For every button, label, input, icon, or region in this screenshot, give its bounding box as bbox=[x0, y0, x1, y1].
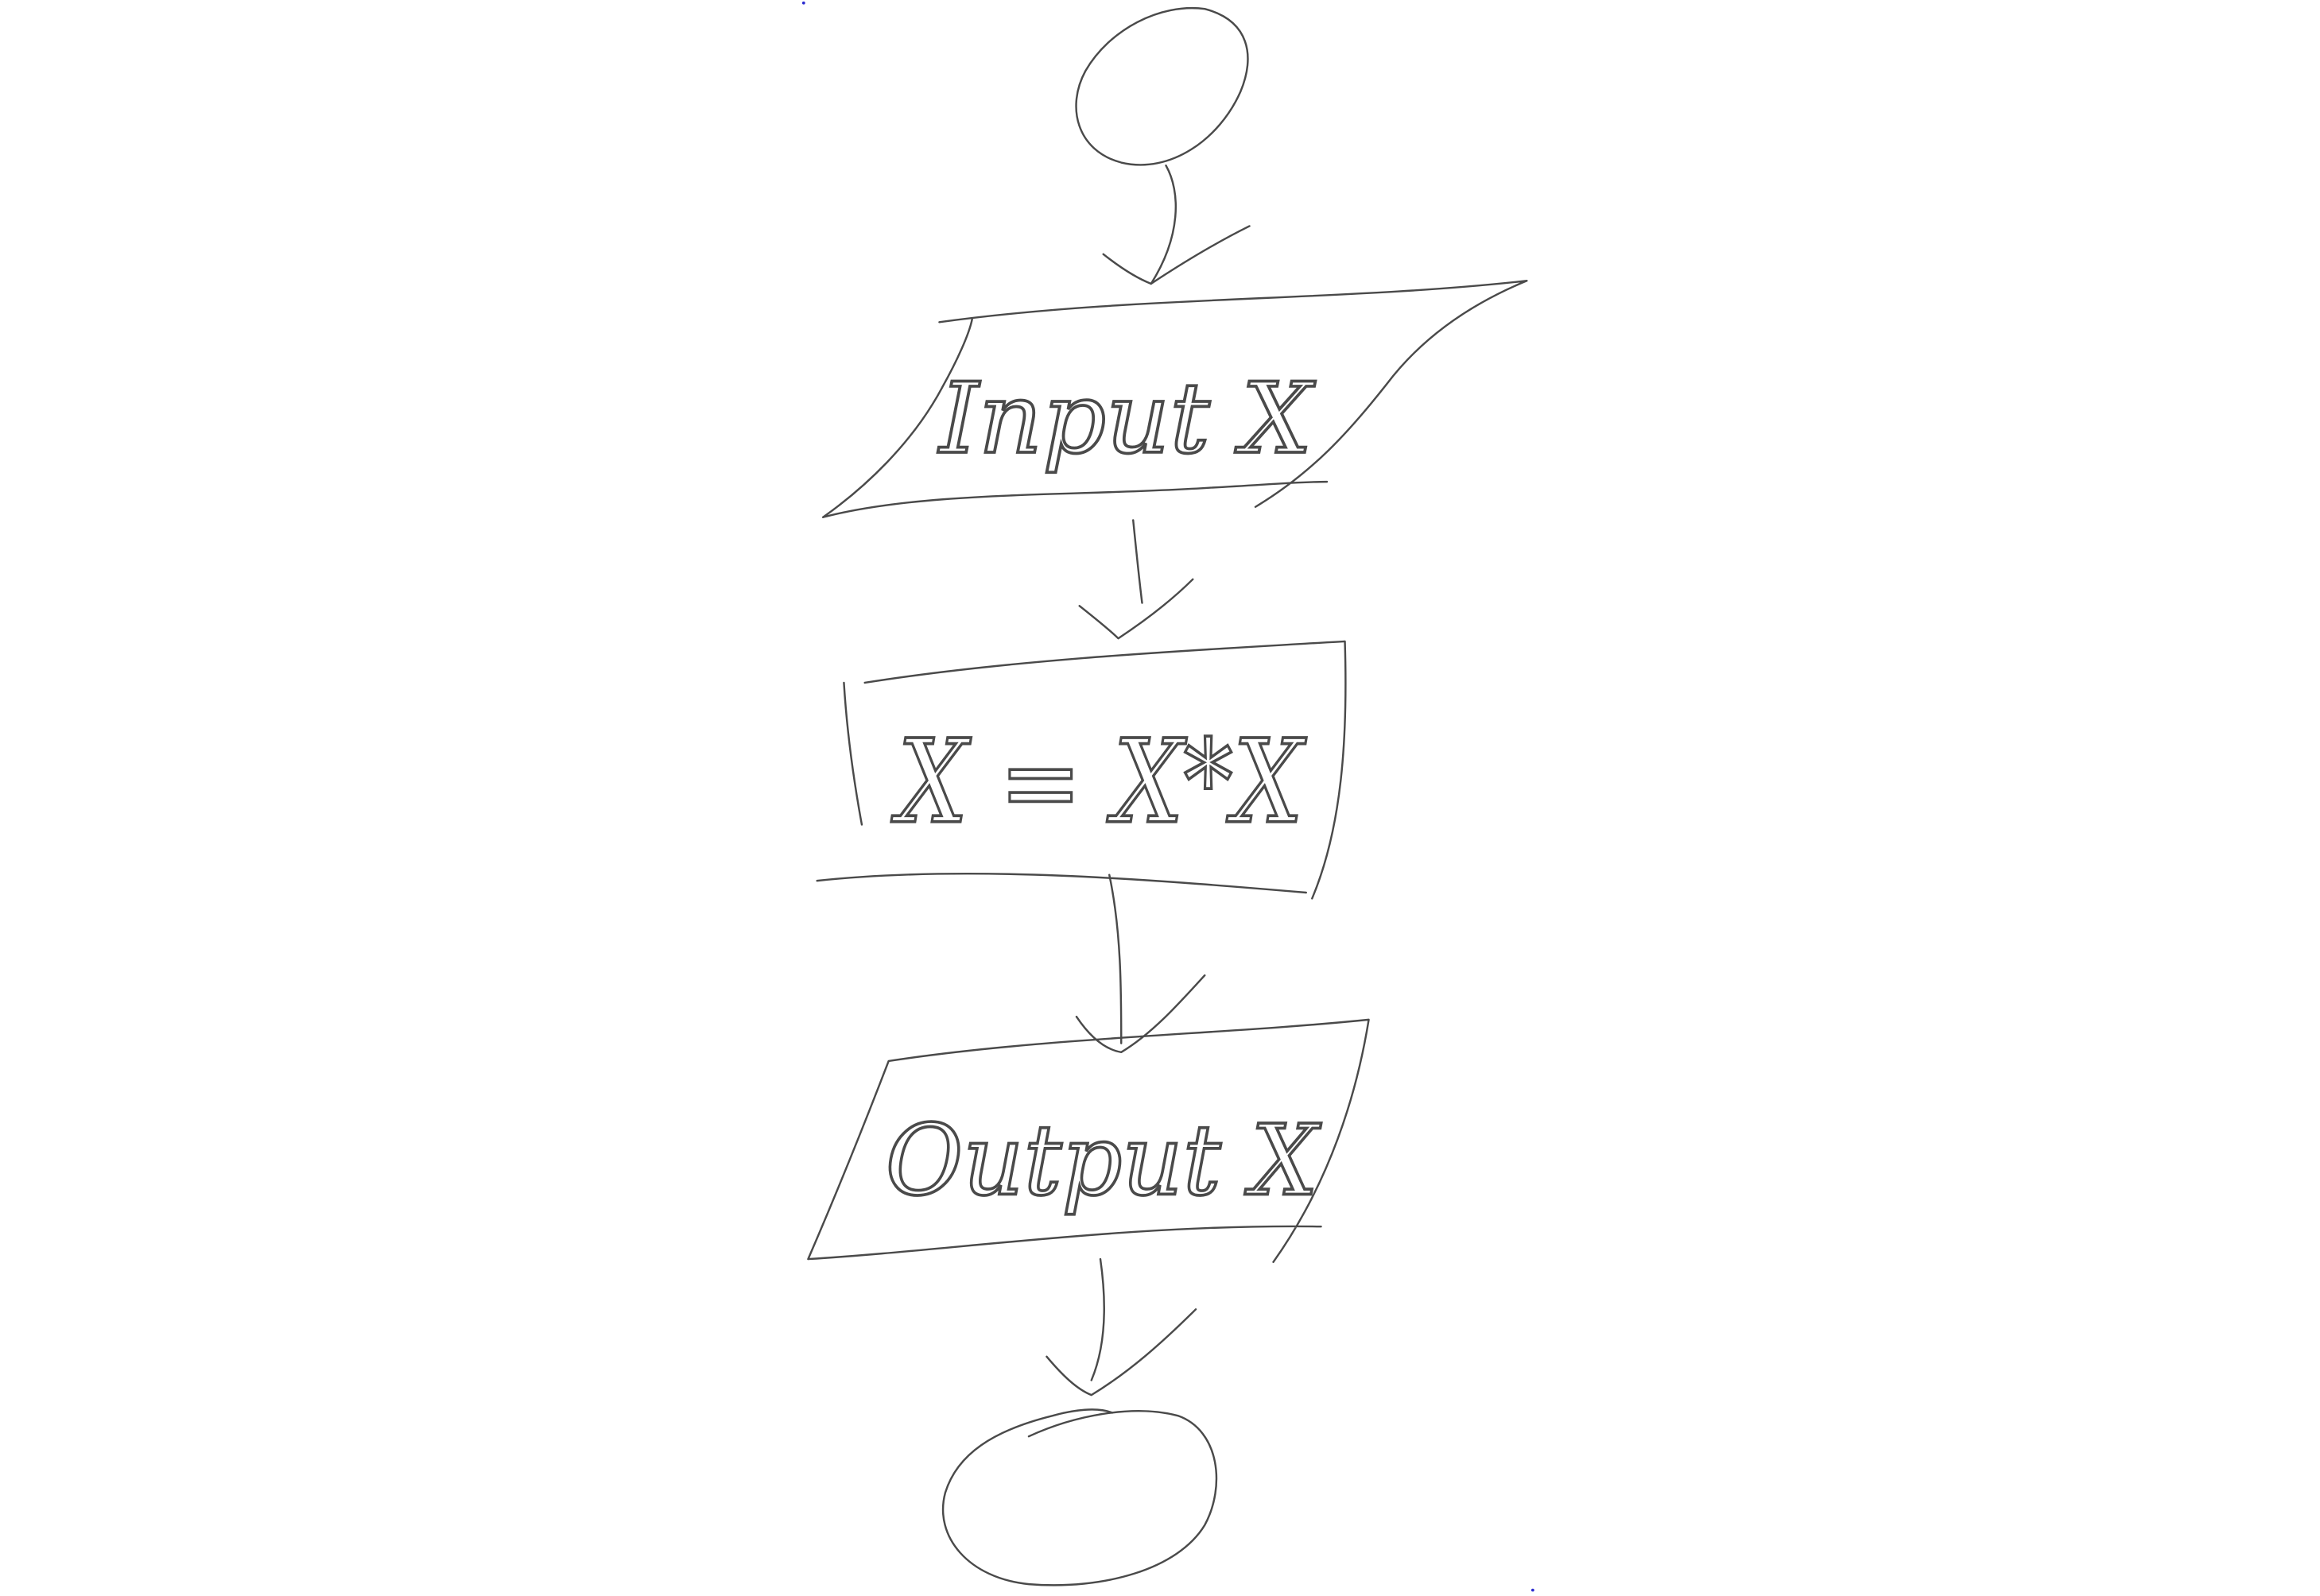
stray-dot bbox=[1531, 1588, 1534, 1592]
input-label: Input X bbox=[937, 362, 1315, 475]
input-parallelogram-shape bbox=[821, 280, 1528, 518]
arrow-head bbox=[1075, 974, 1206, 1054]
arrow-shaft bbox=[1108, 874, 1123, 1044]
arrow-start-to-input bbox=[1102, 165, 1251, 285]
arrow-shaft bbox=[1132, 519, 1143, 604]
output-label: Output X bbox=[886, 1105, 1321, 1218]
arrow-process-to-output bbox=[1075, 874, 1206, 1054]
end-node bbox=[941, 1408, 1218, 1586]
arrow-output-to-end bbox=[1046, 1257, 1197, 1396]
process-rectangle-shape bbox=[816, 640, 1347, 900]
start-ellipse-shape bbox=[1075, 6, 1249, 166]
arrow-shaft bbox=[1090, 1257, 1105, 1381]
output-parallelogram-shape bbox=[807, 1018, 1370, 1264]
arrow-input-to-process bbox=[1078, 519, 1194, 640]
stray-dot bbox=[801, 1, 805, 5]
arrow-shaft bbox=[1150, 165, 1177, 285]
process-node: X = X*X bbox=[816, 640, 1347, 900]
arrow-head bbox=[1102, 225, 1251, 285]
arrow-head bbox=[1046, 1308, 1197, 1396]
arrow-head bbox=[1078, 578, 1194, 640]
process-label: X = X*X bbox=[890, 715, 1306, 849]
end-ellipse-shape bbox=[941, 1408, 1218, 1586]
input-node: Input X bbox=[821, 280, 1528, 518]
start-node bbox=[1075, 6, 1249, 166]
output-node: Output X bbox=[807, 1018, 1370, 1264]
